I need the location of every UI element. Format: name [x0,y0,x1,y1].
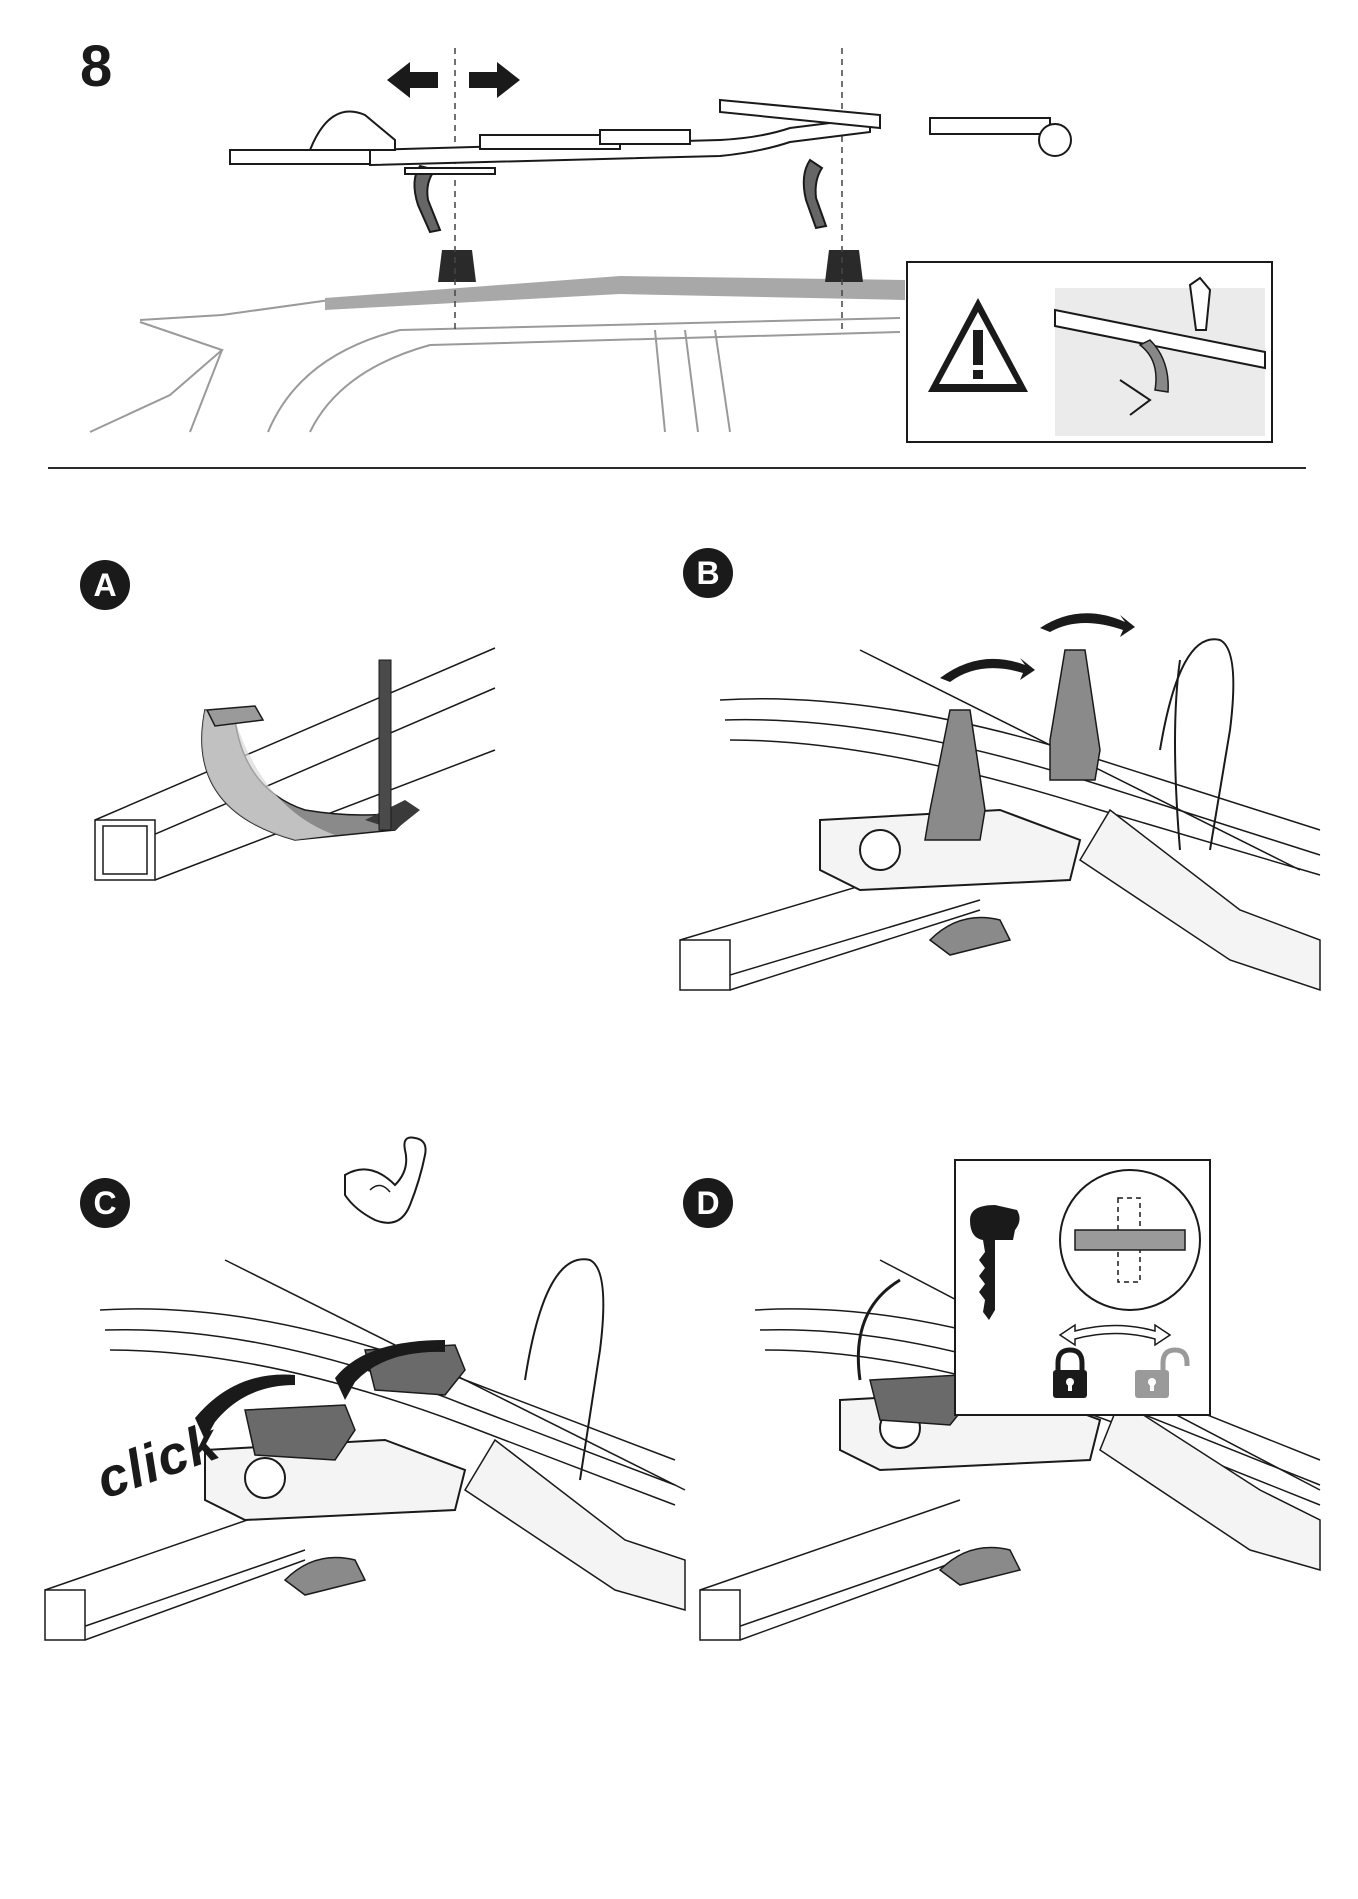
panel-badge-b: B [683,548,733,598]
panel-b-illustration [679,613,1321,992]
panel-c-illustration [44,1258,686,1641]
step-number: 8 [80,34,113,99]
press-arrow-icon-right [335,1340,445,1400]
rotate-arrow-icon-right [1040,613,1135,637]
top-illustration [89,48,1273,443]
press-arrow-icon-left [195,1374,295,1440]
panel-a-illustration [94,647,496,881]
key-icon [970,1205,1020,1320]
panel-badge-c: C [80,1178,130,1228]
left-right-arrows-icon [387,62,520,98]
bike-carrier [229,98,1072,234]
roof-foot-left [438,250,476,282]
warning-triangle-icon [928,298,1028,392]
roof-foot-right [825,250,863,282]
warning-detail-illustration [1054,276,1266,436]
panel-badge-a: A [80,560,130,610]
knob-right [1049,649,1101,781]
panel-badge-d: D [683,1178,733,1228]
knob-left [924,709,986,841]
lock-closed-icon [1053,1347,1087,1398]
flexed-arm-icon [344,1136,427,1224]
car-roof [89,281,901,433]
section-divider [48,467,1306,469]
lever-closed-left [244,1404,356,1461]
rotate-arrow-icon-left [940,658,1035,682]
lock-open-icon [1135,1347,1190,1398]
allen-key [378,659,392,831]
turn-arrow-icon [1058,1323,1172,1347]
roof-rail [325,276,905,310]
lock-inset [954,1159,1211,1416]
keyhole-circle [1059,1169,1201,1311]
